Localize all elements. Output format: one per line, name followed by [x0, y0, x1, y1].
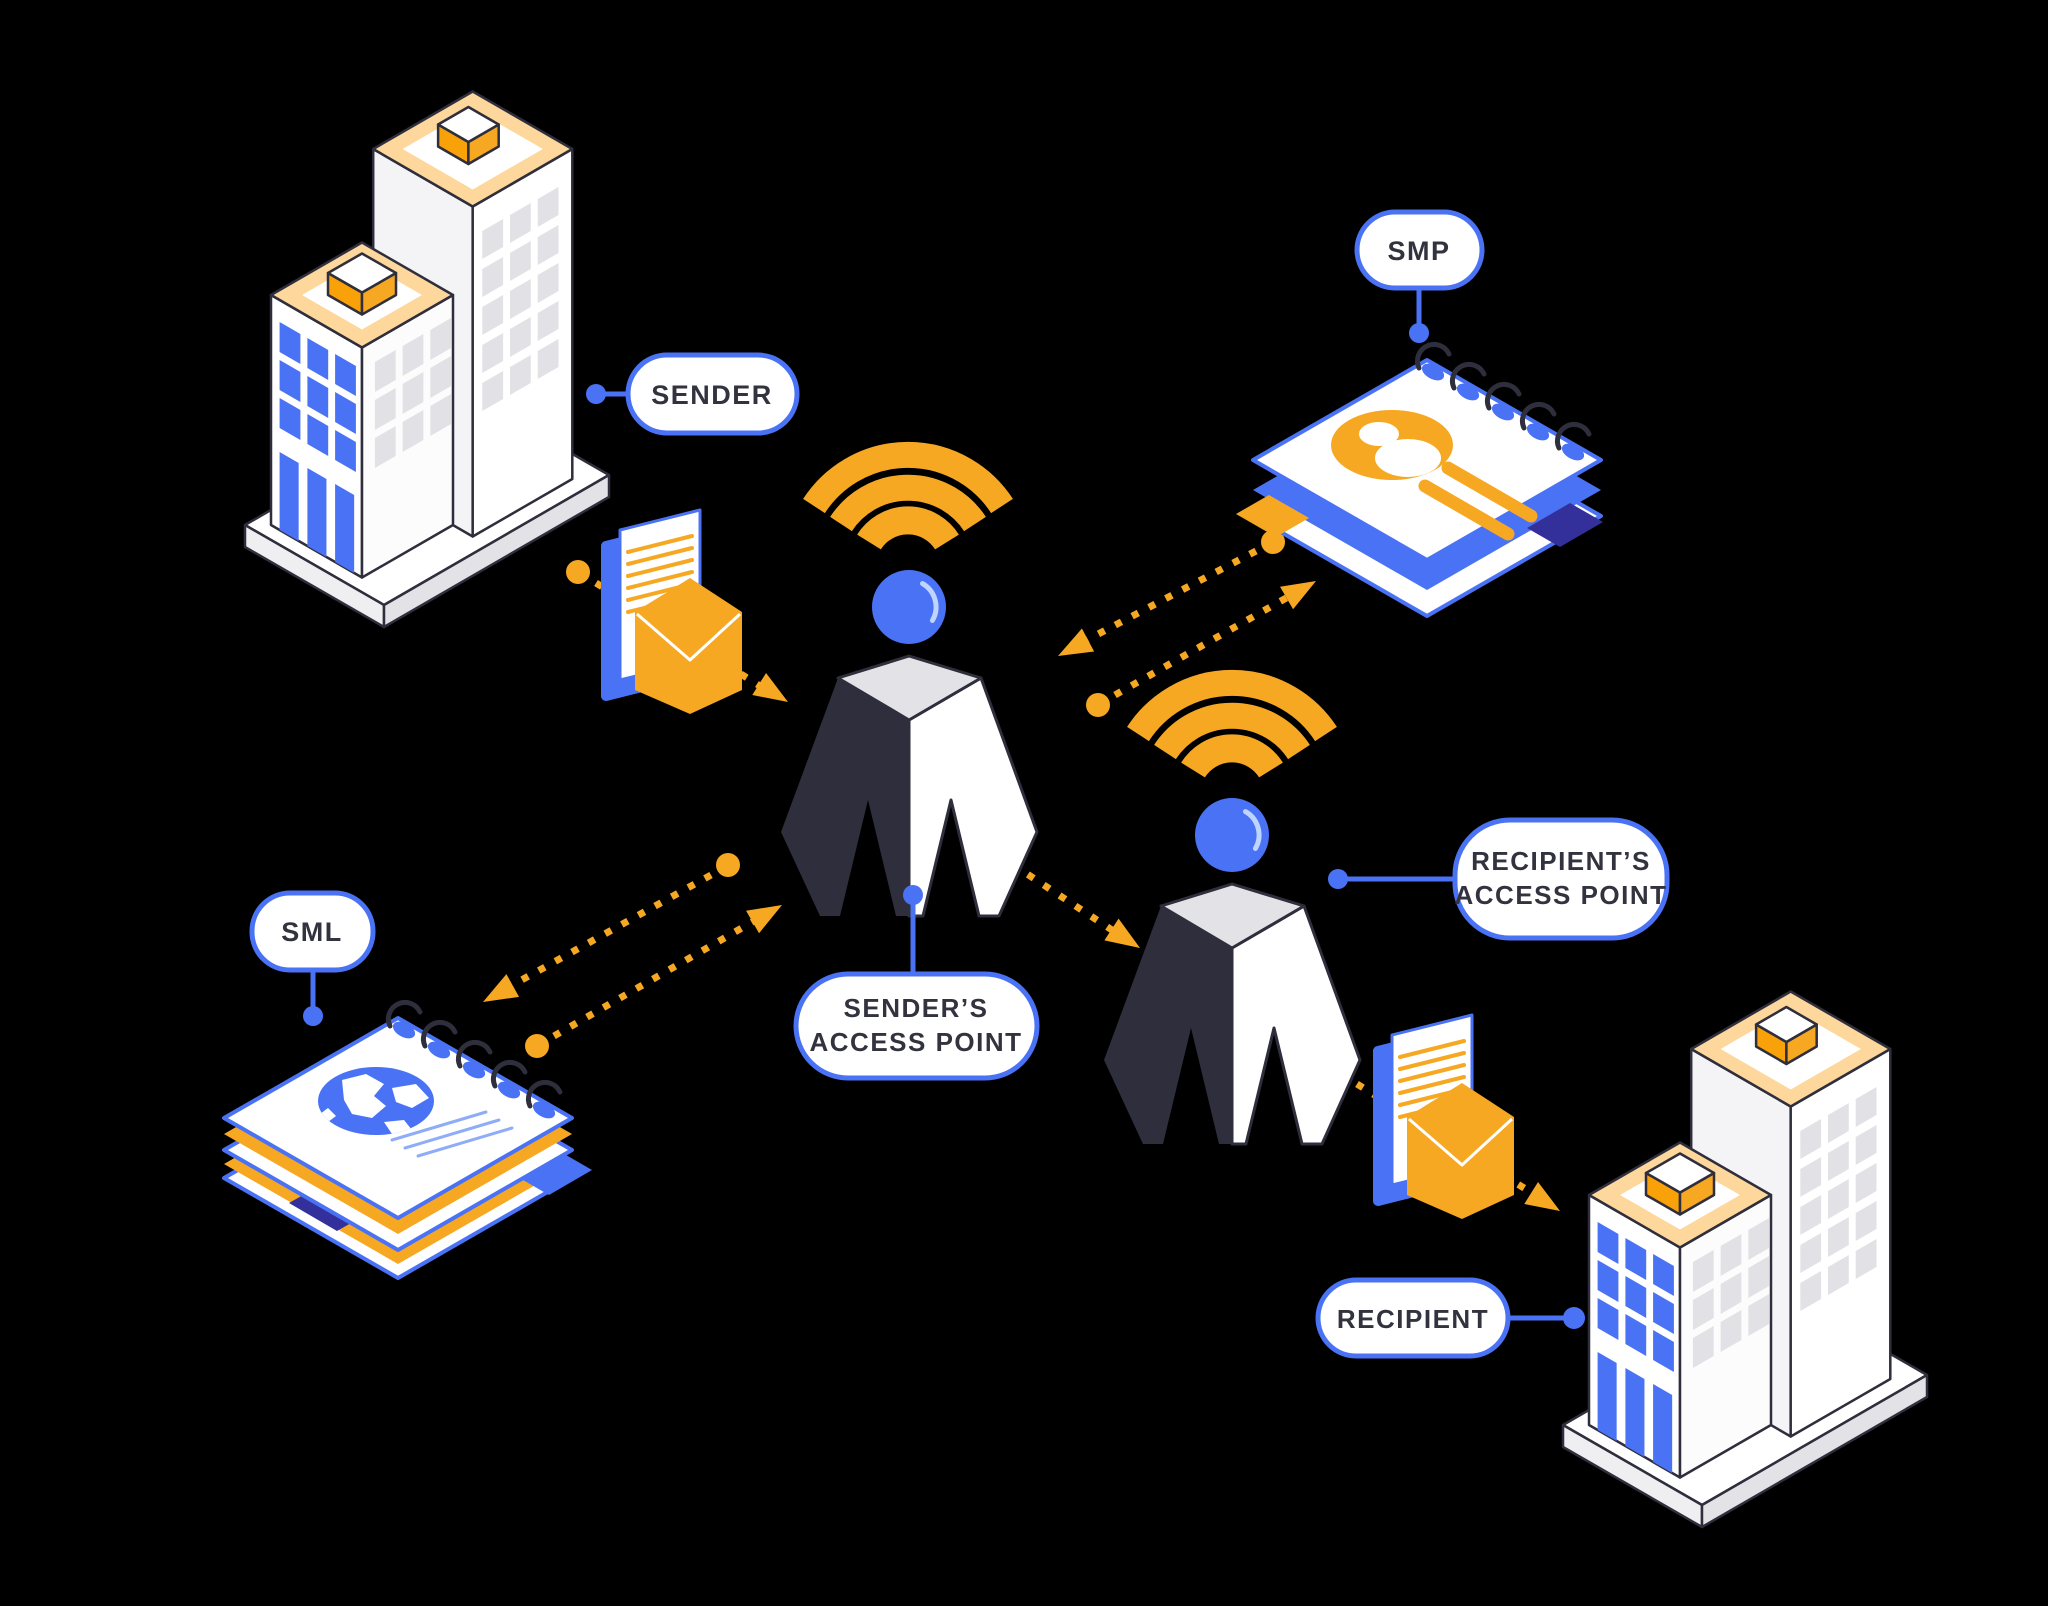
recipient-access-point-label-line2: ACCESS POINT [1454, 880, 1667, 910]
contact-icon [1331, 410, 1453, 480]
sender-access-point-label-line1: SENDER’S [844, 993, 989, 1023]
recipient-label: RECIPIENT [1315, 1277, 1585, 1359]
connector-dot [1563, 1307, 1585, 1329]
connector-dot [1409, 323, 1429, 343]
sml-label: SML [249, 890, 376, 1026]
bookmark-tab [1236, 495, 1309, 537]
connector-dot [1328, 869, 1348, 889]
arrow-smp-to-sender-access-point [1051, 530, 1285, 668]
bookmark-tab [1527, 503, 1603, 547]
recipient-access-point-label-line1: RECIPIENT’S [1471, 846, 1651, 876]
text-lines [390, 1110, 514, 1158]
smp-label: SMP [1354, 209, 1485, 343]
arrow-sml-to-sender-access-point [525, 893, 789, 1058]
arrow-sender-access-point-to-sml [476, 853, 740, 1014]
sml-notebook [222, 1002, 592, 1280]
sender-access-point-label: SENDER’S ACCESS POINT [793, 885, 1040, 1081]
smp-label-text: SMP [1387, 236, 1450, 266]
sender-label: SENDER [586, 352, 800, 436]
recipient-access-point-label: RECIPIENT’S ACCESS POINT [1328, 817, 1670, 941]
arrow-sender-access-point-to-smp [1086, 569, 1323, 717]
recipient-label-text: RECIPIENT [1337, 1304, 1489, 1334]
bookmark-tab [523, 1155, 592, 1195]
sender-access-point-label-line2: ACCESS POINT [809, 1027, 1022, 1057]
connector-dot [586, 384, 606, 404]
smp-notebook [1236, 344, 1603, 618]
connector-dot [903, 885, 923, 905]
connector-dot [303, 1006, 323, 1026]
sender-label-text: SENDER [651, 380, 773, 410]
sml-label-text: SML [281, 917, 343, 947]
globe-icon [318, 1067, 434, 1135]
